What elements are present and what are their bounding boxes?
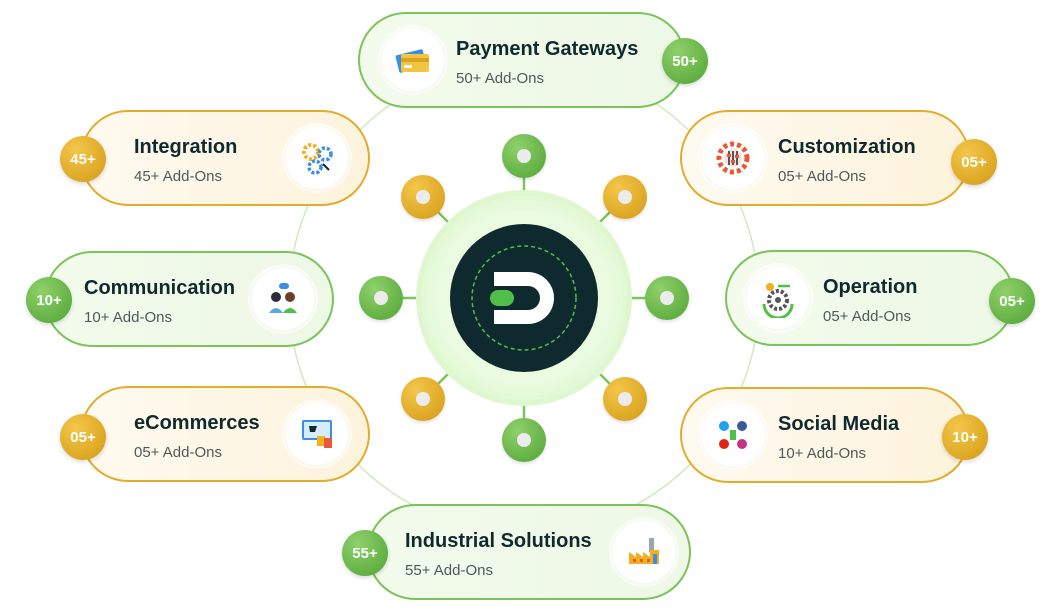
card-communication[interactable]: Communication 10+ Add-Ons [44,251,334,347]
spoke-node-top-left [401,175,445,219]
gears-integration-icon [286,127,348,189]
card-subtitle: 55+ Add-Ons [405,562,493,579]
card-integration[interactable]: Integration 45+ Add-Ons [80,110,370,206]
gear-cycle-icon [747,267,809,329]
card-operation[interactable]: Operation 05+ Add-Ons [725,250,1015,346]
card-customization[interactable]: Customization 05+ Add-Ons [680,110,970,206]
card-title: Operation [823,276,918,298]
card-subtitle: 05+ Add-Ons [823,308,911,325]
factory-icon [613,521,675,583]
card-subtitle: 50+ Add-Ons [456,70,544,87]
spoke-node-top-right [603,175,647,219]
credit-card-icon [382,29,444,91]
badge-communication: 10+ [26,277,72,323]
badge-ecommerces: 05+ [60,414,106,460]
card-title: Communication [84,277,236,299]
central-hub [422,196,626,400]
spoke-node-left [359,276,403,320]
people-chat-icon [252,268,314,330]
card-subtitle: 05+ Add-Ons [134,444,222,461]
gear-sliders-icon [702,127,764,189]
card-title: Social Media [778,413,900,435]
card-industrial-solutions[interactable]: Industrial Solutions 55+ Add-Ons [367,504,691,600]
badge-payment-gateways: 50+ [662,38,708,84]
card-title: Payment Gateways [456,38,639,60]
card-title: Integration [134,136,238,158]
badge-customization: 05+ [951,139,997,185]
badge-industrial-solutions: 55+ [342,530,388,576]
spoke-node-bottom-right [603,377,647,421]
card-title: Customization [778,136,916,158]
card-subtitle: 05+ Add-Ons [778,168,866,185]
card-subtitle: 45+ Add-Ons [134,168,222,185]
badge-operation: 05+ [989,278,1035,324]
badge-social-media: 10+ [942,414,988,460]
spoke-node-top [502,134,546,178]
card-social-media[interactable]: Social Media 10+ Add-Ons [680,387,970,483]
card-ecommerces[interactable]: eCommerces 05+ Add-Ons [80,386,370,482]
letter-d-logo-icon [450,224,598,372]
spoke-node-right [645,276,689,320]
card-payment-gateways[interactable]: Payment Gateways 50+ Add-Ons [358,12,686,108]
card-title: eCommerces [134,412,260,434]
shopping-screen-icon [286,403,348,465]
card-subtitle: 10+ Add-Ons [778,445,866,462]
spoke-node-bottom-left [401,377,445,421]
badge-integration: 45+ [60,136,106,182]
social-network-icon [702,404,764,466]
card-subtitle: 10+ Add-Ons [84,309,172,326]
spoke-node-bottom [502,418,546,462]
card-title: Industrial Solutions [405,530,592,552]
